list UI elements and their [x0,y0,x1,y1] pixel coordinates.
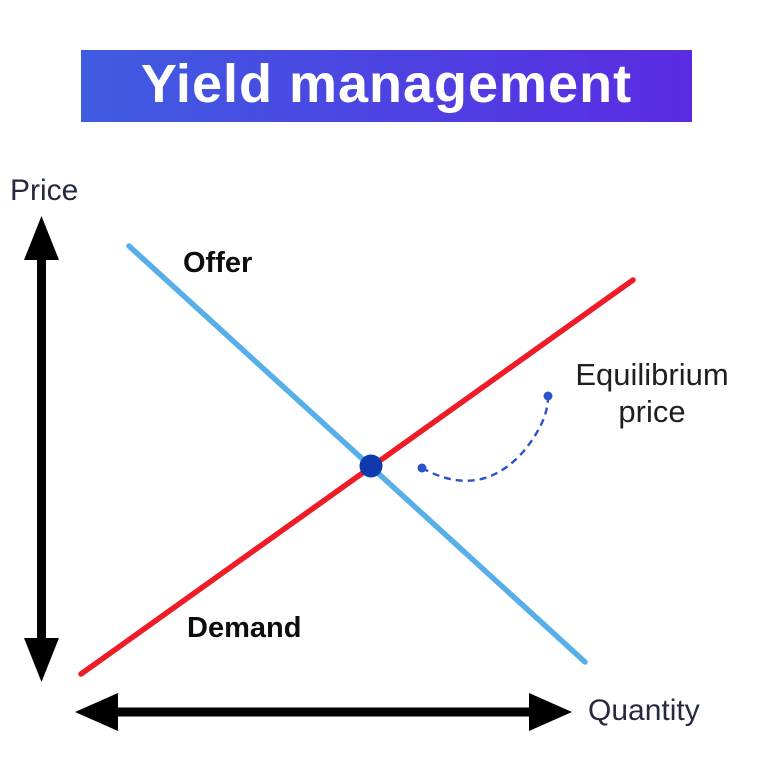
quantity-axis-arrow [75,693,572,731]
y-axis-label: Price [10,174,79,207]
price-axis-arrow [24,216,59,682]
offer-curve-label: Offer [183,247,253,279]
page-title: Yield management [140,54,633,114]
title-banner: Yield management [81,50,692,122]
x-axis-label: Quantity [588,694,700,727]
equilibrium-callout-curve [417,391,553,482]
equilibrium-point [359,454,383,478]
equilibrium-annotation: Equilibrium price [575,357,729,430]
demand-curve-label: Demand [187,612,302,644]
offer-line [126,243,588,665]
demand-line [78,277,636,677]
